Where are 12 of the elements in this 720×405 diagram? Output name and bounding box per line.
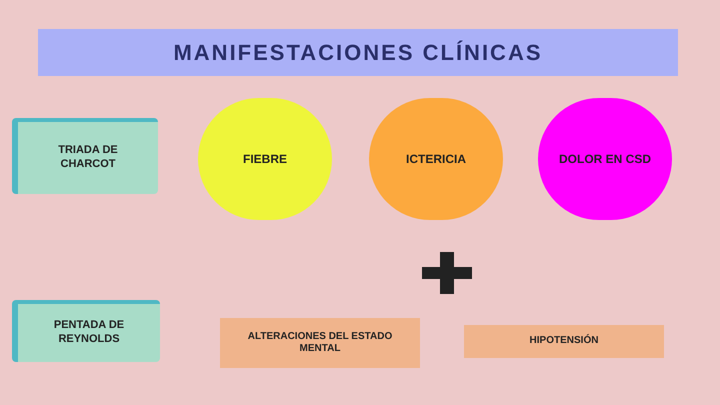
node-text: DOLOR EN CSD bbox=[558, 152, 651, 166]
symptom-box bbox=[220, 318, 420, 368]
node-text: HIPOTENSIÓN bbox=[530, 335, 598, 348]
node-text: ALTERACIONES DEL ESTADO MENTAL bbox=[246, 330, 394, 356]
node-text: ICTERICIA bbox=[406, 152, 466, 166]
node-text: FIEBRE bbox=[242, 152, 287, 166]
node-text: PENTADA DE REYNOLDS bbox=[52, 319, 126, 347]
label-card bbox=[12, 300, 160, 362]
title-banner: MANIFESTACIONES CLÍNICAS bbox=[38, 29, 678, 76]
symptom-box bbox=[464, 325, 664, 358]
node-text: TRIADA DE CHARCOT bbox=[57, 144, 119, 172]
label-card bbox=[12, 118, 158, 194]
